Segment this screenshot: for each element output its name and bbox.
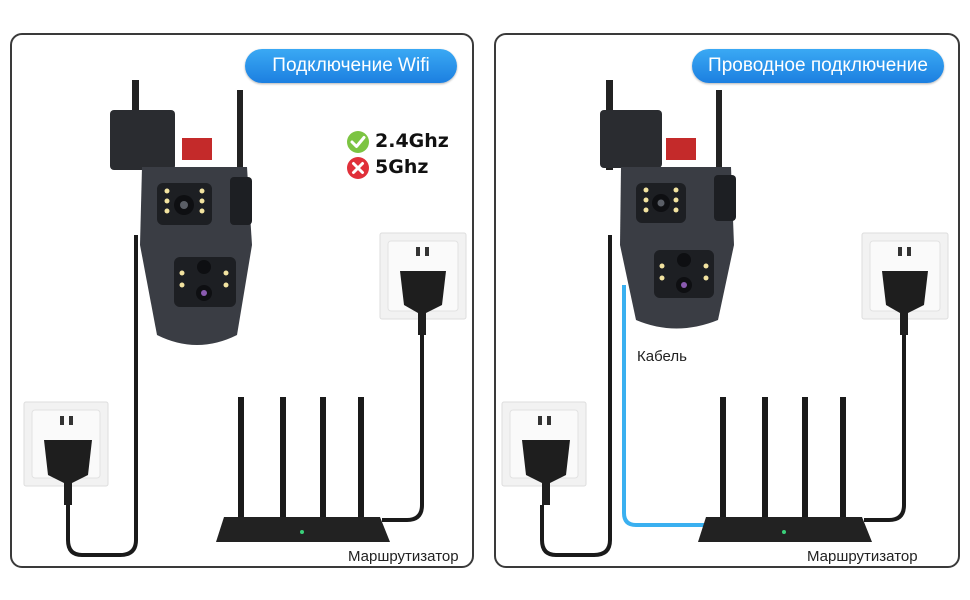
router-power-cable [864, 335, 906, 522]
check-icon [347, 131, 369, 153]
wired-diagram-illustration [501, 80, 949, 557]
router-icon [216, 397, 390, 542]
wall-outlet-left [23, 401, 109, 505]
router-icon [698, 397, 872, 542]
wifi-title-badge: Подключение Wifi [245, 49, 457, 83]
router-power-cable [382, 335, 424, 522]
cable-label: Кабель [637, 348, 687, 365]
cross-icon [347, 157, 369, 179]
wired-title-badge: Проводное подключение [692, 49, 944, 83]
wired-connection-panel: Проводное подключение Кабель Маршрутизат… [494, 33, 960, 568]
wall-outlet-right [379, 232, 467, 335]
camera-power-cable [540, 235, 612, 557]
camera-power-cable [66, 235, 138, 557]
wall-outlet-left [501, 401, 587, 505]
band-label: 2.4Ghz [375, 130, 449, 152]
router-label: Маршрутизатор [348, 548, 459, 565]
camera-icon [110, 80, 252, 345]
router-label: Маршрутизатор [807, 548, 918, 565]
band-label: 5Ghz [375, 156, 429, 178]
camera-icon [600, 80, 736, 329]
wifi-diagram-illustration [23, 80, 467, 557]
ethernet-cable [622, 285, 711, 527]
wifi-connection-panel: Подключение Wifi 2.4Ghz 5Ghz Маршрутизат… [10, 33, 474, 568]
wall-outlet-right [861, 232, 949, 335]
